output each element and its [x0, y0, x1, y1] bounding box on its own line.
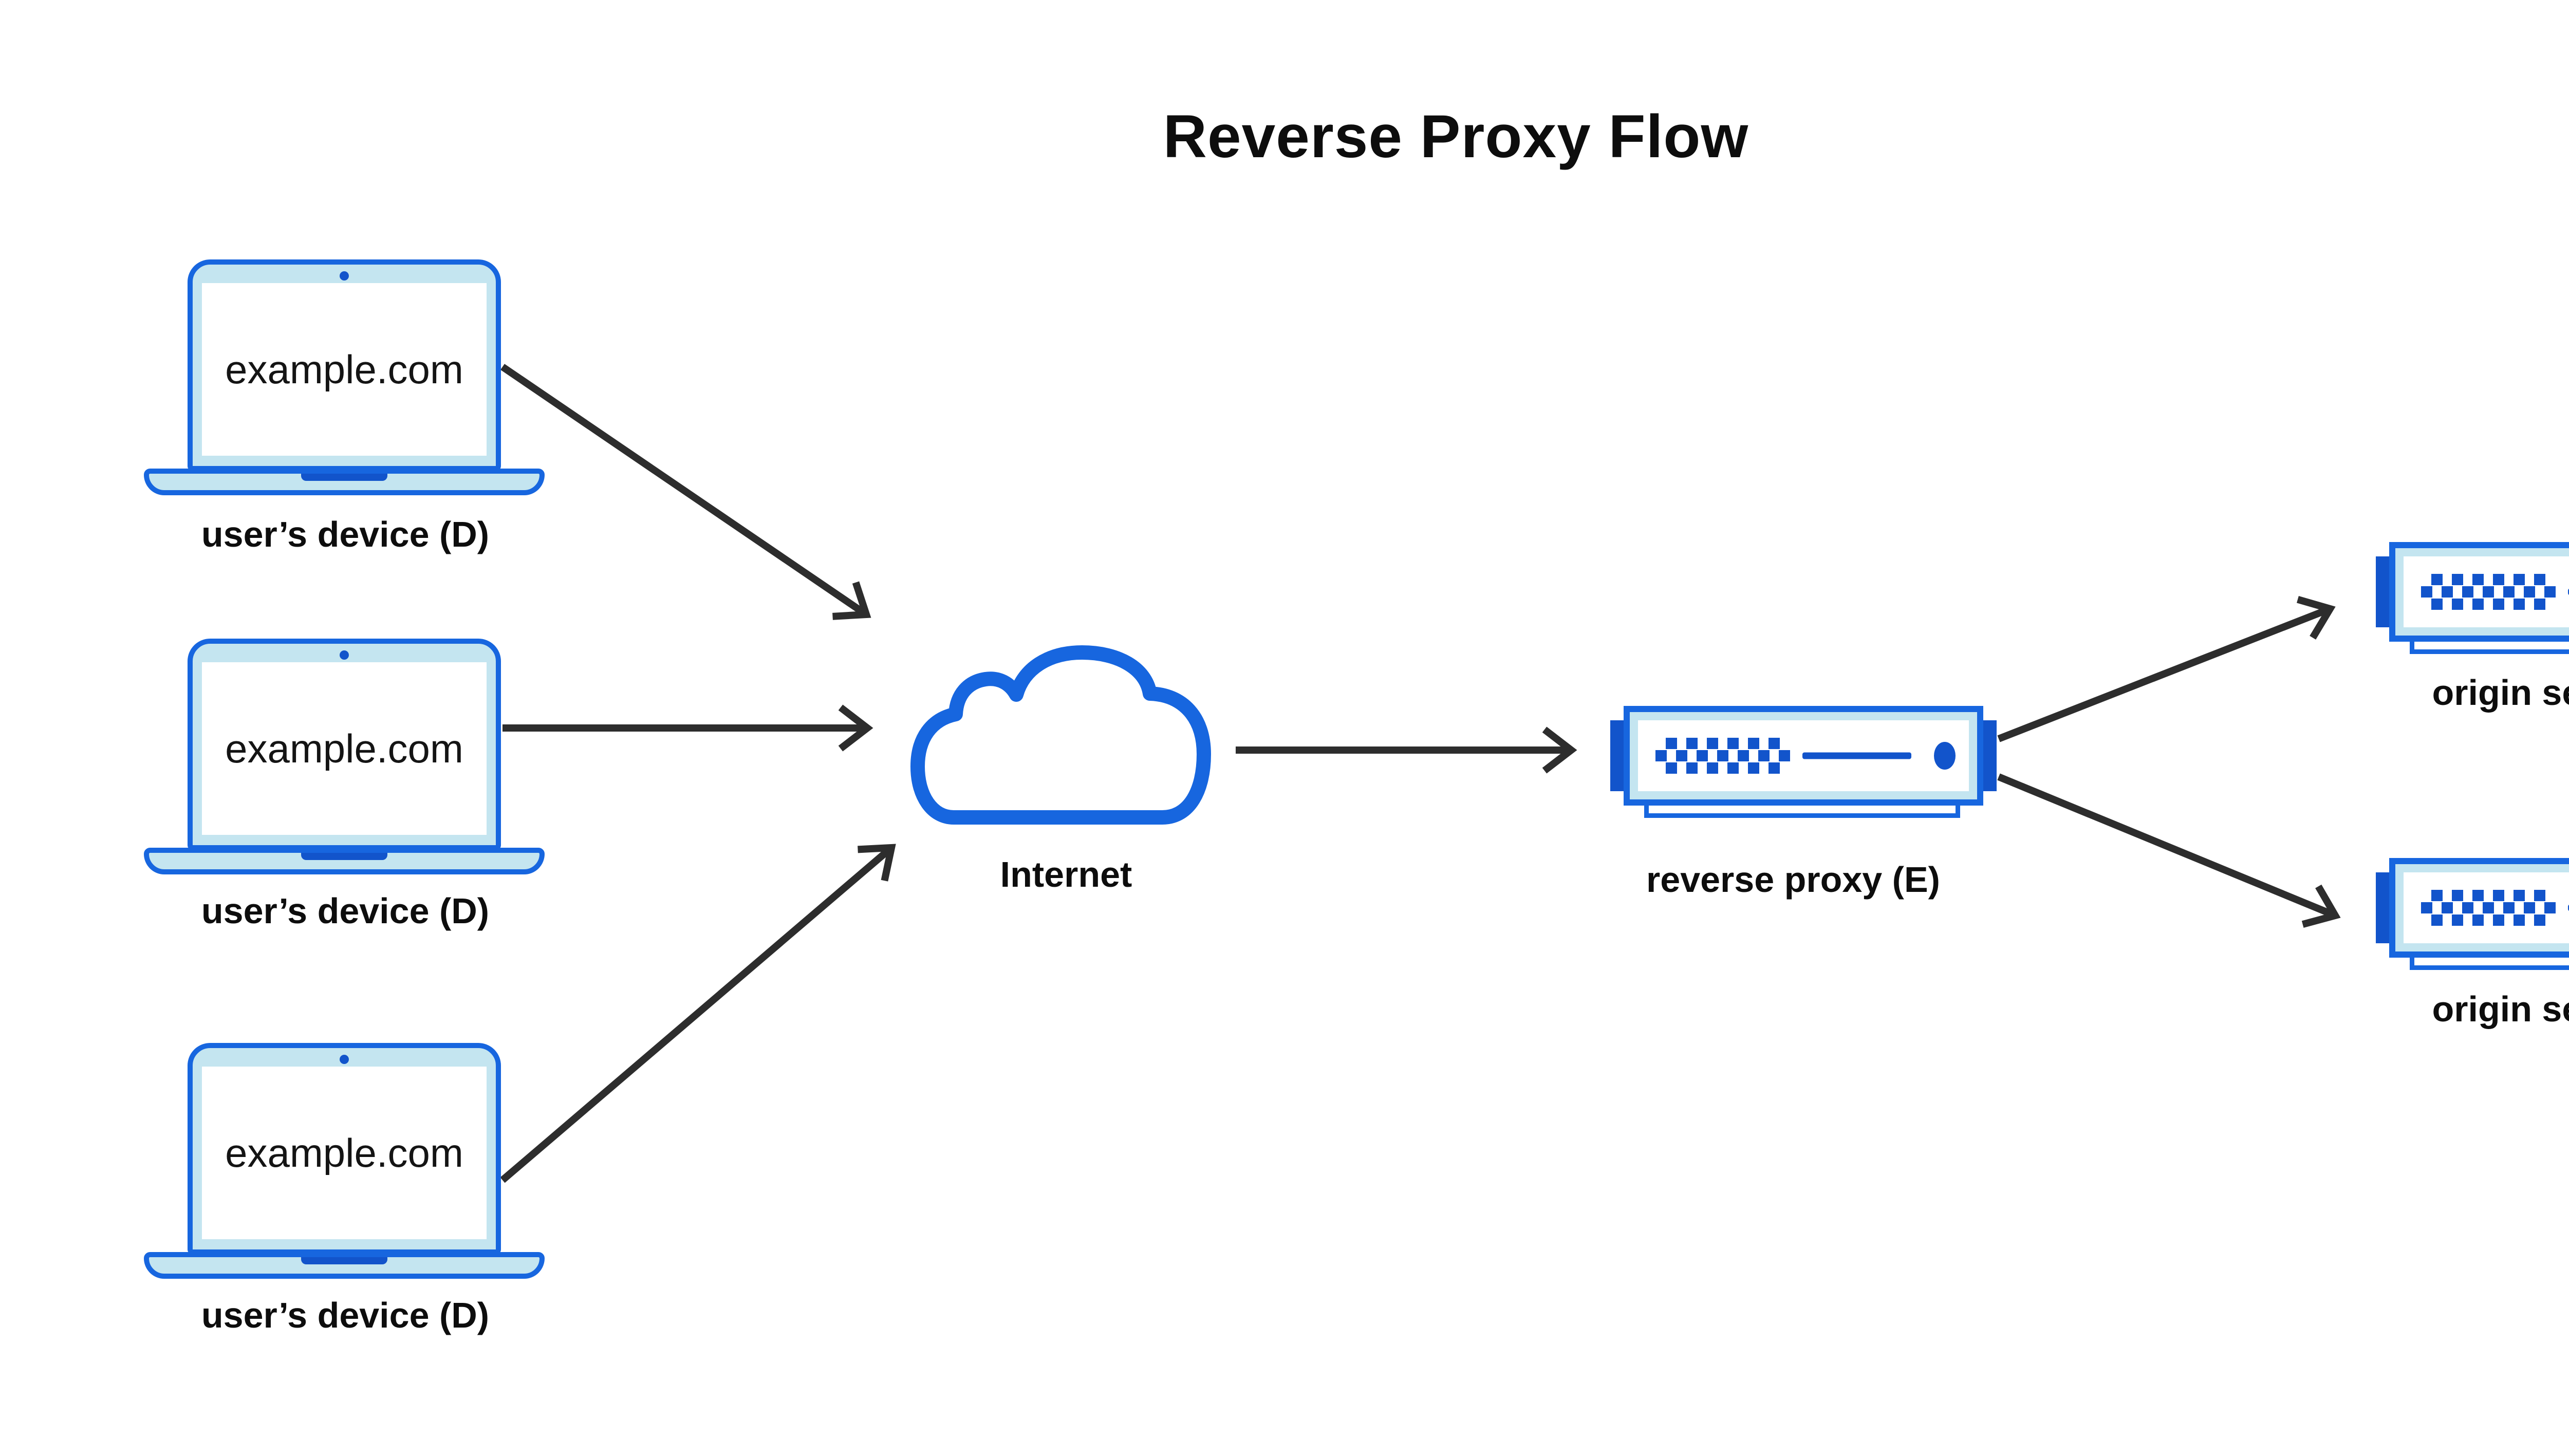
user-device-2: example.com — [144, 639, 545, 876]
server-icon — [2389, 858, 2569, 958]
webcam-dot-icon — [340, 650, 349, 660]
arrow-device1-to-internet — [500, 364, 871, 620]
origin-2-label: origin server (F) — [2432, 989, 2569, 1029]
laptop-notch — [301, 853, 387, 860]
device-screen-text: example.com — [225, 1130, 463, 1175]
laptop-base — [144, 1252, 545, 1279]
proxy-label: reverse proxy (E) — [1646, 860, 1940, 900]
laptop-screen: example.com — [202, 283, 487, 456]
server-icon — [1624, 706, 1983, 806]
reverse-proxy-server — [1610, 706, 1997, 818]
server-vent-checker-icon — [2421, 574, 2556, 610]
webcam-dot-icon — [340, 271, 349, 281]
server-icon — [2389, 542, 2569, 642]
origin-server-2 — [2376, 858, 2569, 970]
webcam-dot-icon — [340, 1055, 349, 1064]
server-slot-icon — [1802, 752, 1911, 759]
laptop-icon: example.com — [188, 1043, 501, 1255]
arrow-device3-to-internet — [500, 844, 896, 1183]
server-vent-checker-icon — [2421, 890, 2556, 926]
internet-cloud-icon — [910, 645, 1211, 825]
page-title: Reverse Proxy Flow — [1163, 103, 1749, 171]
user-device-1: example.com — [144, 259, 545, 497]
device-1-label: user’s device (D) — [201, 514, 490, 554]
server-faceplate — [2404, 556, 2569, 627]
laptop-notch — [301, 1257, 387, 1264]
origin-server-1 — [2376, 542, 2569, 654]
user-device-3: example.com — [144, 1043, 545, 1280]
origin-1-label: origin server (F) — [2432, 673, 2569, 713]
server-faceplate — [1638, 720, 1969, 791]
arrow-proxy-to-origin2 — [1997, 773, 2341, 928]
device-2-label: user’s device (D) — [201, 891, 490, 931]
arrow-proxy-to-origin1 — [1997, 596, 2336, 742]
device-3-label: user’s device (D) — [201, 1295, 490, 1335]
laptop-notch — [301, 474, 387, 481]
laptop-screen: example.com — [202, 1067, 487, 1239]
laptop-base — [144, 848, 545, 874]
server-faceplate — [2404, 872, 2569, 943]
server-slot-icon — [2568, 588, 2569, 595]
laptop-base — [144, 469, 545, 495]
server-vent-checker-icon — [1655, 738, 1790, 774]
device-screen-text: example.com — [225, 725, 463, 771]
laptop-screen: example.com — [202, 662, 487, 835]
server-slot-icon — [2568, 904, 2569, 911]
laptop-icon: example.com — [188, 639, 501, 850]
device-screen-text: example.com — [225, 346, 463, 392]
internet-label: Internet — [1000, 854, 1132, 894]
laptop-icon: example.com — [188, 259, 501, 471]
server-led-icon — [1934, 742, 1956, 770]
